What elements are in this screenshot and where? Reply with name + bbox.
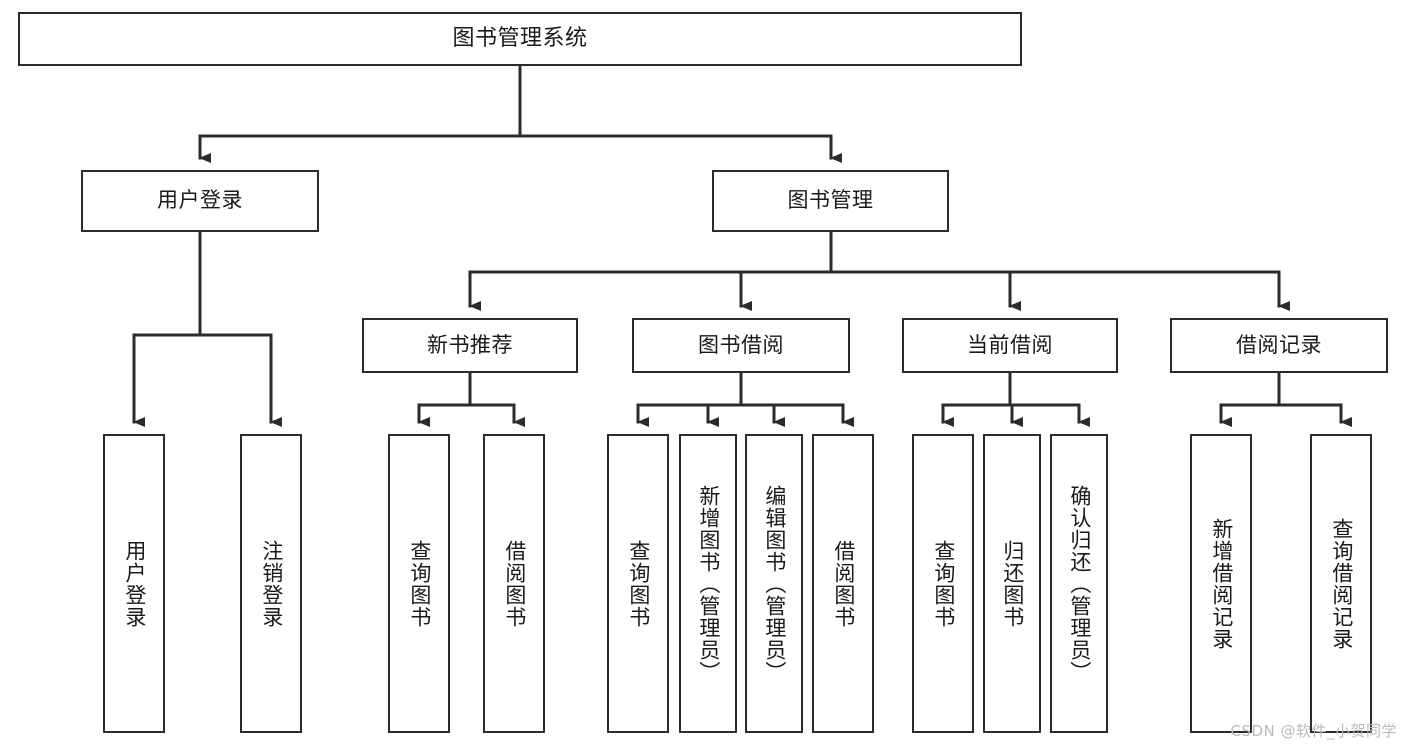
node-book-borrow[interactable]: 图书借阅 bbox=[632, 318, 850, 373]
node-leaf-add-borrow-record-label: 新增借阅记录 bbox=[1209, 517, 1234, 650]
node-leaf-query-book-3-label: 查询图书 bbox=[931, 539, 956, 628]
node-user-login-label: 用户登录 bbox=[157, 188, 243, 213]
node-root-label: 图书管理系统 bbox=[452, 25, 588, 51]
node-leaf-query-book-3[interactable]: 查询图书 bbox=[912, 434, 974, 733]
node-leaf-borrow-book-2[interactable]: 借阅图书 bbox=[812, 434, 874, 733]
node-leaf-query-borrow-record[interactable]: 查询借阅记录 bbox=[1310, 434, 1372, 733]
node-leaf-confirm-return-admin-label: 确认归还（管理员） bbox=[1067, 484, 1092, 683]
node-leaf-add-borrow-record[interactable]: 新增借阅记录 bbox=[1190, 434, 1252, 733]
node-leaf-query-book-2[interactable]: 查询图书 bbox=[607, 434, 669, 733]
node-new-book-recommend-label: 新书推荐 bbox=[427, 332, 513, 357]
node-leaf-logout-label: 注销登录 bbox=[259, 539, 284, 628]
node-book-manage[interactable]: 图书管理 bbox=[712, 170, 949, 232]
node-user-login[interactable]: 用户登录 bbox=[81, 170, 319, 232]
node-leaf-confirm-return-admin[interactable]: 确认归还（管理员） bbox=[1050, 434, 1108, 733]
node-leaf-logout[interactable]: 注销登录 bbox=[240, 434, 302, 733]
node-leaf-query-book-1[interactable]: 查询图书 bbox=[388, 434, 450, 733]
node-leaf-edit-book-admin[interactable]: 编辑图书（管理员） bbox=[745, 434, 803, 733]
node-leaf-borrow-book-1-label: 借阅图书 bbox=[502, 539, 527, 628]
node-leaf-add-book-admin[interactable]: 新增图书（管理员） bbox=[679, 434, 737, 733]
node-root[interactable]: 图书管理系统 bbox=[18, 12, 1022, 66]
node-leaf-edit-book-admin-label: 编辑图书（管理员） bbox=[762, 484, 787, 683]
node-leaf-borrow-book-2-label: 借阅图书 bbox=[831, 539, 856, 628]
node-current-borrow-label: 当前借阅 bbox=[967, 332, 1053, 357]
node-leaf-user-login-label: 用户登录 bbox=[122, 539, 147, 628]
node-book-manage-label: 图书管理 bbox=[787, 188, 874, 213]
node-leaf-add-book-admin-label: 新增图书（管理员） bbox=[696, 484, 721, 683]
node-book-borrow-label: 图书借阅 bbox=[698, 332, 784, 357]
node-current-borrow[interactable]: 当前借阅 bbox=[902, 318, 1118, 373]
node-leaf-return-book[interactable]: 归还图书 bbox=[983, 434, 1041, 733]
node-borrow-record[interactable]: 借阅记录 bbox=[1170, 318, 1388, 373]
node-leaf-borrow-book-1[interactable]: 借阅图书 bbox=[483, 434, 545, 733]
node-new-book-recommend[interactable]: 新书推荐 bbox=[362, 318, 578, 373]
watermark: CSDN @软件_小贺同学 bbox=[1230, 722, 1397, 740]
node-borrow-record-label: 借阅记录 bbox=[1236, 332, 1322, 357]
node-leaf-query-borrow-record-label: 查询借阅记录 bbox=[1329, 517, 1354, 650]
node-leaf-query-book-1-label: 查询图书 bbox=[407, 539, 432, 628]
node-leaf-return-book-label: 归还图书 bbox=[1000, 539, 1025, 628]
node-leaf-user-login[interactable]: 用户登录 bbox=[103, 434, 165, 733]
node-leaf-query-book-2-label: 查询图书 bbox=[626, 539, 651, 628]
